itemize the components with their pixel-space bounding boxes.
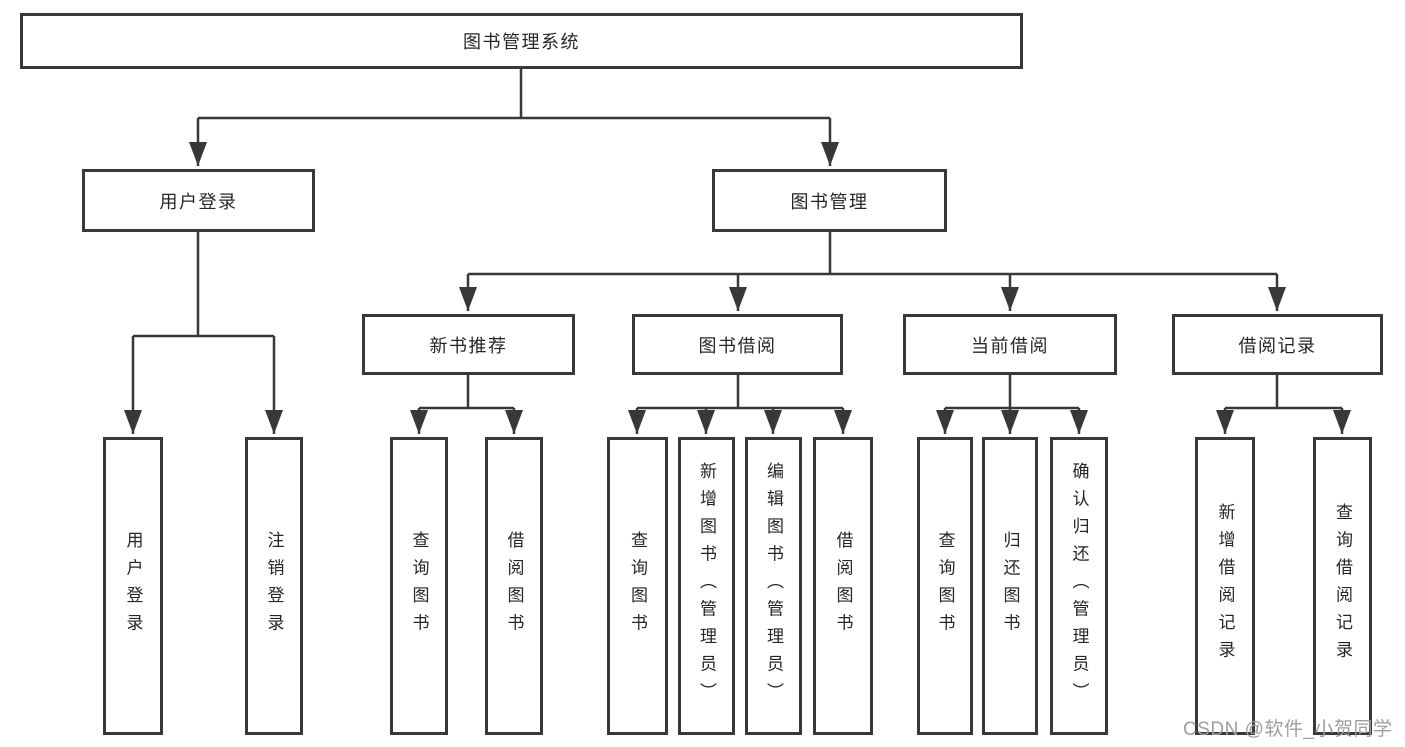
node-book-management: 图书管理 <box>712 169 947 232</box>
leaf-borrow-books-recommend-label: 借阅图书 <box>504 530 524 642</box>
node-library-management-system: 图书管理系统 <box>20 13 1023 69</box>
leaf-confirm-return-admin: 确认归还（管理员） <box>1050 437 1108 735</box>
leaf-borrow-books-label: 借阅图书 <box>833 530 853 642</box>
leaf-query-books-current-label: 查询图书 <box>935 530 955 642</box>
node-user-login: 用户登录 <box>82 169 315 232</box>
leaf-query-books-current: 查询图书 <box>917 437 973 735</box>
node-book-borrow: 图书借阅 <box>632 314 843 375</box>
connector-book-management-children <box>459 232 1286 311</box>
leaf-add-books-admin-label: 新增图书（管理员） <box>697 462 716 710</box>
node-new-book-recommend: 新书推荐 <box>362 314 575 375</box>
leaf-borrow-books: 借阅图书 <box>813 437 873 735</box>
leaf-query-borrow-record-label: 查询借阅记录 <box>1333 503 1352 669</box>
leaf-add-borrow-record-label: 新增借阅记录 <box>1215 503 1235 669</box>
connector-current-borrow-children <box>936 375 1088 434</box>
csdn-watermark: CSDN @软件_小贺同学 <box>1183 719 1393 740</box>
leaf-query-books-recommend-label: 查询图书 <box>409 530 429 642</box>
leaf-logout: 注销登录 <box>245 437 303 735</box>
leaf-query-borrow-record: 查询借阅记录 <box>1313 437 1372 735</box>
leaf-query-books-borrow-label: 查询图书 <box>628 530 647 642</box>
leaf-query-books-recommend: 查询图书 <box>390 437 448 735</box>
node-borrow-records: 借阅记录 <box>1172 314 1383 375</box>
leaf-query-books-borrow: 查询图书 <box>607 437 668 735</box>
connector-new-book-recommend-children <box>410 375 523 434</box>
node-current-borrow: 当前借阅 <box>903 314 1117 375</box>
leaf-confirm-return-admin-label: 确认归还（管理员） <box>1069 462 1089 710</box>
connector-user-login-children <box>124 232 283 434</box>
leaf-edit-books-admin: 编辑图书（管理员） <box>745 437 802 735</box>
leaf-borrow-books-recommend: 借阅图书 <box>485 437 543 735</box>
leaf-user-login: 用户登录 <box>103 437 163 735</box>
leaf-return-books-label: 归还图书 <box>1000 530 1020 642</box>
leaf-add-books-admin: 新增图书（管理员） <box>678 437 735 735</box>
leaf-return-books: 归还图书 <box>982 437 1038 735</box>
connector-root-to-level2 <box>189 69 839 166</box>
leaf-user-login-label: 用户登录 <box>123 530 143 642</box>
connector-book-borrow-children <box>628 375 852 434</box>
leaf-edit-books-admin-label: 编辑图书（管理员） <box>764 462 783 710</box>
connector-borrow-records-children <box>1216 375 1351 434</box>
leaf-add-borrow-record: 新增借阅记录 <box>1195 437 1255 735</box>
leaf-logout-label: 注销登录 <box>264 530 284 642</box>
